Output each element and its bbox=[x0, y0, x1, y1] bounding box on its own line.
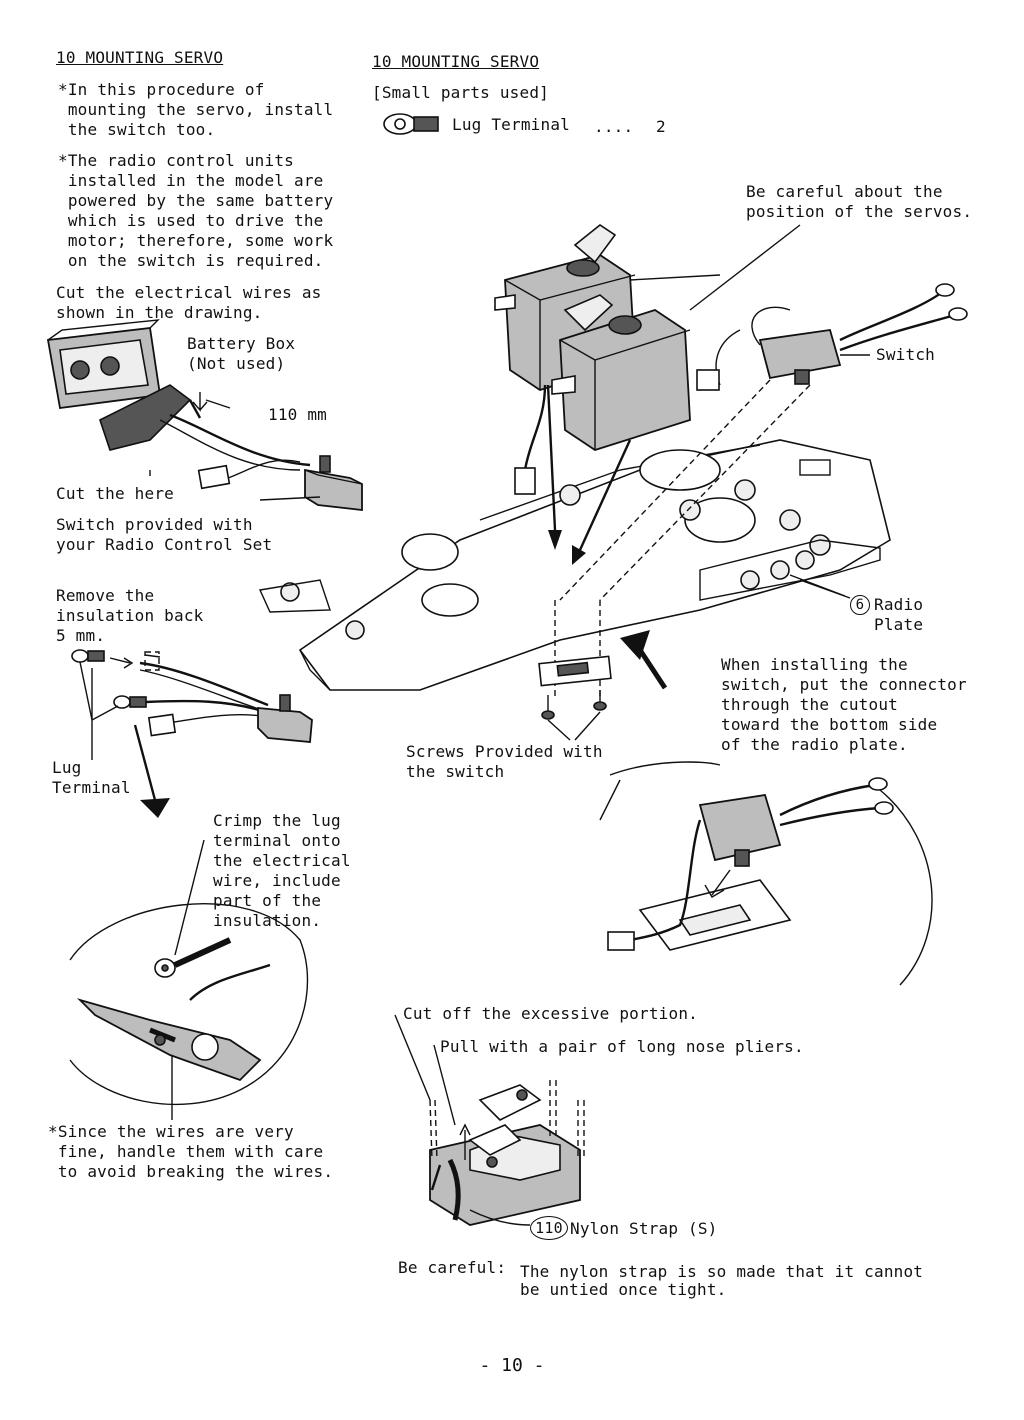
cut-off-note: Cut off the excessive portion. bbox=[403, 1004, 698, 1023]
lug-terminal-label: Terminal bbox=[52, 778, 131, 797]
switch-drawing-main bbox=[751, 283, 968, 385]
left-note-2-line: *The radio control units bbox=[58, 151, 294, 170]
pull-note: Pull with a pair of long nose pliers. bbox=[440, 1037, 804, 1056]
wire-care-line: *Since the wires are very bbox=[48, 1122, 294, 1141]
left-note-2-line: which is used to drive the bbox=[58, 211, 324, 230]
servo-drawing-front bbox=[551, 294, 691, 451]
crimp-note-line: wire, include bbox=[213, 871, 341, 890]
radio-plate-label: Plate bbox=[874, 615, 924, 634]
switch-cutout-detail-drawing bbox=[607, 761, 933, 986]
crimp-note-line: the electrical bbox=[213, 851, 351, 870]
switch-install-line: through the cutout bbox=[721, 695, 898, 714]
lug-terminal-label: Lug bbox=[52, 758, 82, 777]
down-arrow-icon bbox=[140, 798, 170, 818]
left-note-2-line: motor; therefore, some work bbox=[58, 231, 334, 250]
battery-box-label: Battery Box bbox=[187, 334, 296, 353]
servo-position-note: position of the servos. bbox=[746, 202, 973, 221]
page-number: - 10 - bbox=[479, 1355, 545, 1376]
battery-box-note: (Not used) bbox=[187, 354, 286, 373]
lug-terminal-icon bbox=[383, 113, 439, 135]
switch-install-line: of the radio plate. bbox=[721, 735, 908, 754]
remove-insulation-label: 5 mm. bbox=[56, 626, 106, 645]
switch-label: Switch bbox=[876, 345, 935, 364]
crimp-note-line: insulation. bbox=[213, 911, 322, 930]
crimp-detail-drawing bbox=[69, 903, 309, 1106]
switch-install-line: switch, put the connector bbox=[721, 675, 967, 694]
cut-instruction-line: shown in the drawing. bbox=[56, 303, 263, 322]
nylon-strap-label: Nylon Strap (S) bbox=[570, 1219, 718, 1238]
left-note-1-line: mounting the servo, install bbox=[58, 100, 334, 119]
parts-lug-quantity: 2 bbox=[656, 117, 666, 136]
radio-plate-number: 6 bbox=[850, 595, 870, 615]
crimp-note-line: part of the bbox=[213, 891, 322, 910]
parts-lug-label: Lug Terminal bbox=[452, 115, 570, 134]
be-careful-text: The nylon strap is so made that it canno… bbox=[520, 1262, 924, 1281]
remove-insulation-label: insulation back bbox=[56, 606, 204, 625]
servo-down-arrow-icon bbox=[548, 530, 562, 550]
servo-position-note: Be careful about the bbox=[746, 182, 943, 201]
wire-care-line: fine, handle them with care bbox=[48, 1142, 324, 1161]
connector-icon bbox=[197, 464, 231, 490]
left-note-1-line: *In this procedure of bbox=[58, 80, 265, 99]
left-section-heading: 10 MOUNTING SERVO bbox=[56, 48, 224, 67]
switch-provided-label: Switch provided with bbox=[56, 515, 253, 534]
be-careful-text: be untied once tight. bbox=[520, 1280, 727, 1299]
wire-length-label: 110 mm bbox=[268, 405, 327, 424]
radio-plate-drawing bbox=[258, 439, 891, 691]
screws-label: the switch bbox=[406, 762, 505, 781]
left-note-2-line: powered by the same battery bbox=[58, 191, 334, 210]
nylon-strap-number: 110 bbox=[530, 1216, 568, 1240]
cut-here-label: Cut the here bbox=[56, 484, 174, 503]
switch-drawing-top bbox=[304, 455, 363, 512]
radio-plate-label: Radio bbox=[874, 595, 924, 614]
screws-label: Screws Provided with bbox=[406, 742, 603, 761]
crimp-note-line: terminal onto bbox=[213, 831, 341, 850]
insulation-drawing bbox=[71, 649, 313, 743]
nylon-strap-drawing bbox=[429, 1084, 581, 1226]
battery-box-drawing bbox=[46, 319, 202, 451]
remove-insulation-label: Remove the bbox=[56, 586, 155, 605]
parts-lug-dots: .... bbox=[594, 117, 634, 136]
small-parts-label: [Small parts used] bbox=[372, 83, 549, 102]
switch-install-line: When installing the bbox=[721, 655, 908, 674]
wire-care-line: to avoid breaking the wires. bbox=[48, 1162, 334, 1181]
left-note-1-line: the switch too. bbox=[58, 120, 216, 139]
switch-provided-label: your Radio Control Set bbox=[56, 535, 273, 554]
switch-install-line: toward the bottom side bbox=[721, 715, 938, 734]
cut-instruction-line: Cut the electrical wires as bbox=[56, 283, 322, 302]
cut-arrow-icon bbox=[192, 392, 208, 412]
left-note-2-line: on the switch is required. bbox=[58, 251, 324, 270]
be-careful-label: Be careful: bbox=[398, 1258, 507, 1277]
right-section-heading: 10 MOUNTING SERVO bbox=[372, 52, 540, 71]
crimp-note-line: Crimp the lug bbox=[213, 811, 341, 830]
left-note-2-line: installed in the model are bbox=[58, 171, 324, 190]
wire-drawing bbox=[169, 413, 311, 467]
screw-icon bbox=[541, 690, 607, 720]
